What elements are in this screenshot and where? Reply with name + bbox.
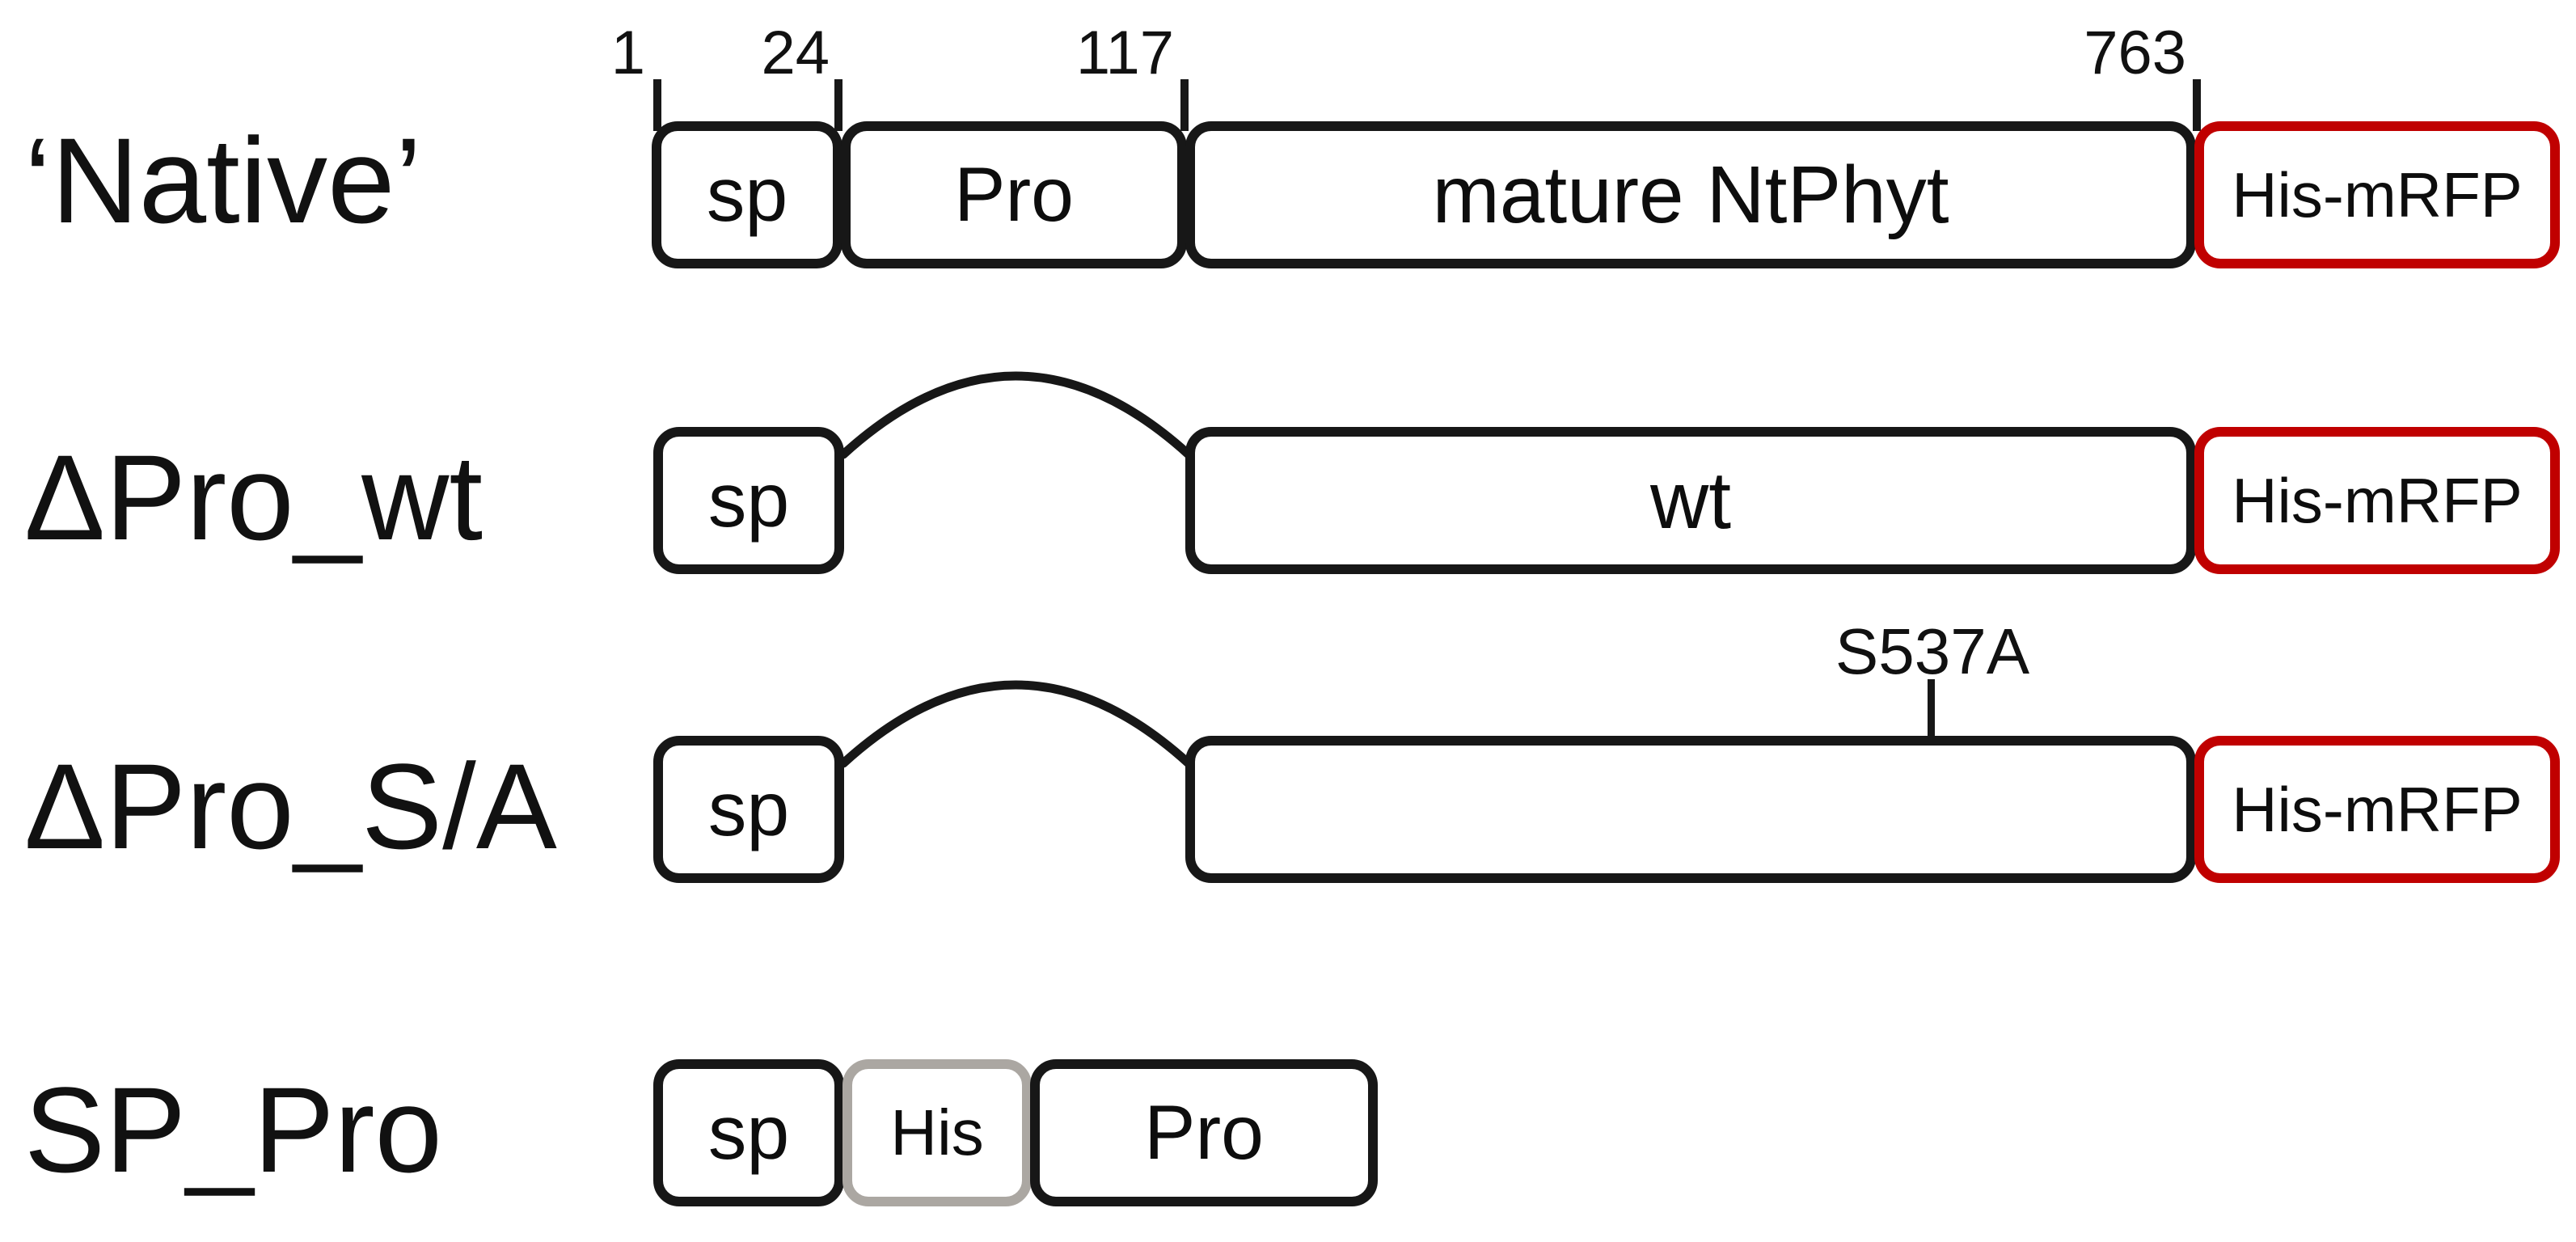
tick-number-1: 1 [610,19,645,87]
domain-box-pro-native: Pro [841,121,1187,268]
domain-box-sp-dpro-wt: sp [653,427,844,574]
row-label-native: ‘Native’ [24,112,422,248]
tick-number-24: 24 [761,19,830,87]
tag-box-his-mrfp-dpro-wt: His-mRFP [2194,427,2560,574]
domain-box-pro-sppro: Pro [1030,1059,1378,1206]
row-label-dpro-wt: ΔPro_wt [24,429,484,565]
domain-box-sp-dpro-sa: sp [653,736,844,883]
mutation-annotation-s537a: S537A [1835,615,2030,687]
row-label-sp-pro: SP_Pro [24,1062,442,1198]
domain-box-wt: wt [1185,427,2196,574]
tick-mark-24 [834,79,842,131]
pro-deletion-arc-sa [838,680,1193,768]
row-label-dpro-sa: ΔPro_S/A [24,738,557,874]
tag-box-his-mrfp-dpro-sa: His-mRFP [2194,736,2560,883]
mutation-tick-s537a [1928,679,1935,739]
tag-box-his-sppro: His [842,1059,1032,1206]
tick-mark-117 [1180,79,1189,131]
domain-box-sa-mutant [1185,736,2196,883]
tick-mark-763 [2193,79,2201,131]
tick-number-117: 117 [1075,19,1174,87]
tick-mark-1 [653,79,661,131]
tick-number-763: 763 [2084,19,2186,87]
domain-box-sp-native: sp [652,121,842,268]
domain-box-mature-ntphyt: mature NtPhyt [1185,121,2196,268]
pro-deletion-arc-wt [838,371,1193,459]
domain-box-sp-sppro: sp [653,1059,844,1206]
tag-box-his-mrfp-native: His-mRFP [2194,121,2560,268]
